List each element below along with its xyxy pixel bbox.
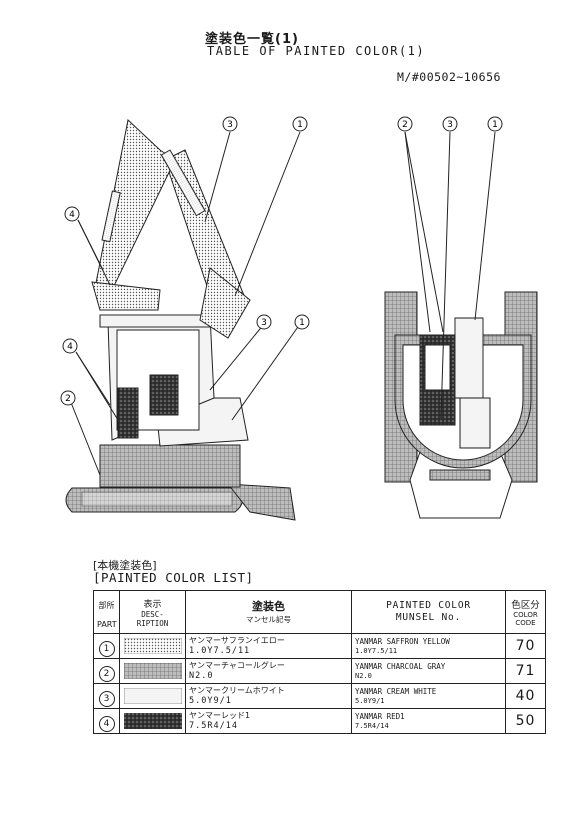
svg-text:4: 4 bbox=[67, 342, 73, 352]
svg-text:1: 1 bbox=[297, 120, 303, 130]
red-dark-swatch bbox=[123, 713, 182, 729]
callout-1-middle: 1 bbox=[294, 314, 310, 330]
svg-text:2: 2 bbox=[65, 394, 71, 404]
color-code: 40 bbox=[505, 683, 546, 709]
part-cell: 4 bbox=[93, 708, 120, 734]
callout-3-middle: 3 bbox=[256, 314, 272, 330]
front-callouts: 2 3 1 bbox=[397, 116, 503, 132]
svg-text:3: 3 bbox=[261, 318, 267, 328]
front-callout-3: 3 bbox=[442, 116, 458, 132]
svg-text:1: 1 bbox=[299, 318, 305, 328]
front-callout-1: 1 bbox=[487, 116, 503, 132]
front-view bbox=[384, 131, 538, 519]
part-cell: 1 bbox=[93, 633, 120, 659]
cream-fine-swatch bbox=[123, 688, 182, 704]
svg-text:3: 3 bbox=[227, 120, 233, 130]
gray-grid-swatch bbox=[123, 663, 182, 679]
swatch-cell bbox=[119, 683, 186, 709]
part-number: 3 bbox=[98, 690, 115, 707]
front-callout-2: 2 bbox=[397, 116, 413, 132]
svg-text:3: 3 bbox=[447, 120, 453, 130]
header-description: 表示 DESC- RIPTION bbox=[119, 590, 186, 634]
color-code: 50 bbox=[505, 708, 546, 734]
serial-range: M/#00502~10656 bbox=[397, 70, 501, 84]
yellow-dot-swatch bbox=[123, 638, 182, 654]
part-number: 1 bbox=[98, 640, 115, 657]
header-painted-color-en: PAINTED COLOR MUNSEL No. bbox=[351, 590, 506, 634]
painted-color-table: 部所 PART 表示 DESC- RIPTION 塗装色 マンセル記号 PAIN… bbox=[93, 590, 546, 734]
color-code: 70 bbox=[505, 633, 546, 659]
part-number: 2 bbox=[98, 665, 115, 682]
header-painted-color-jp: 塗装色 マンセル記号 bbox=[185, 590, 352, 634]
svg-text:1: 1 bbox=[492, 120, 498, 130]
callout-4-upper: 4 bbox=[64, 206, 80, 222]
page-title-en: TABLE OF PAINTED COLOR(1) bbox=[207, 44, 426, 58]
header-color-code: 色区分 COLOR CODE bbox=[505, 590, 546, 634]
swatch-cell bbox=[119, 708, 186, 734]
part-cell: 2 bbox=[93, 658, 120, 684]
side-callouts: 3 1 4 3 1 4 2 bbox=[60, 116, 310, 406]
callout-1-upper: 1 bbox=[292, 116, 308, 132]
table-header-row: 部所 PART 表示 DESC- RIPTION 塗装色 マンセル記号 PAIN… bbox=[93, 590, 546, 634]
part-cell: 3 bbox=[93, 683, 120, 709]
swatch-cell bbox=[119, 633, 186, 659]
side-view bbox=[65, 119, 301, 521]
color-list-title-jp: [本機塗装色] bbox=[93, 559, 157, 572]
color-list-title-en: [PAINTED COLOR LIST] bbox=[93, 570, 254, 585]
header-part: 部所 PART bbox=[93, 590, 120, 634]
color-code: 71 bbox=[505, 658, 546, 684]
swatch-cell bbox=[119, 658, 186, 684]
callout-3-upper: 3 bbox=[222, 116, 238, 132]
callout-2-lower: 2 bbox=[60, 390, 76, 406]
part-number: 4 bbox=[98, 715, 115, 732]
callout-4-lower: 4 bbox=[62, 338, 78, 354]
excavator-drawing: 3 1 4 3 1 4 2 2 3 1 bbox=[60, 116, 538, 521]
page-title-jp: 塗装色一覧(1) bbox=[205, 32, 299, 47]
svg-text:2: 2 bbox=[402, 120, 408, 130]
svg-text:4: 4 bbox=[69, 210, 75, 220]
